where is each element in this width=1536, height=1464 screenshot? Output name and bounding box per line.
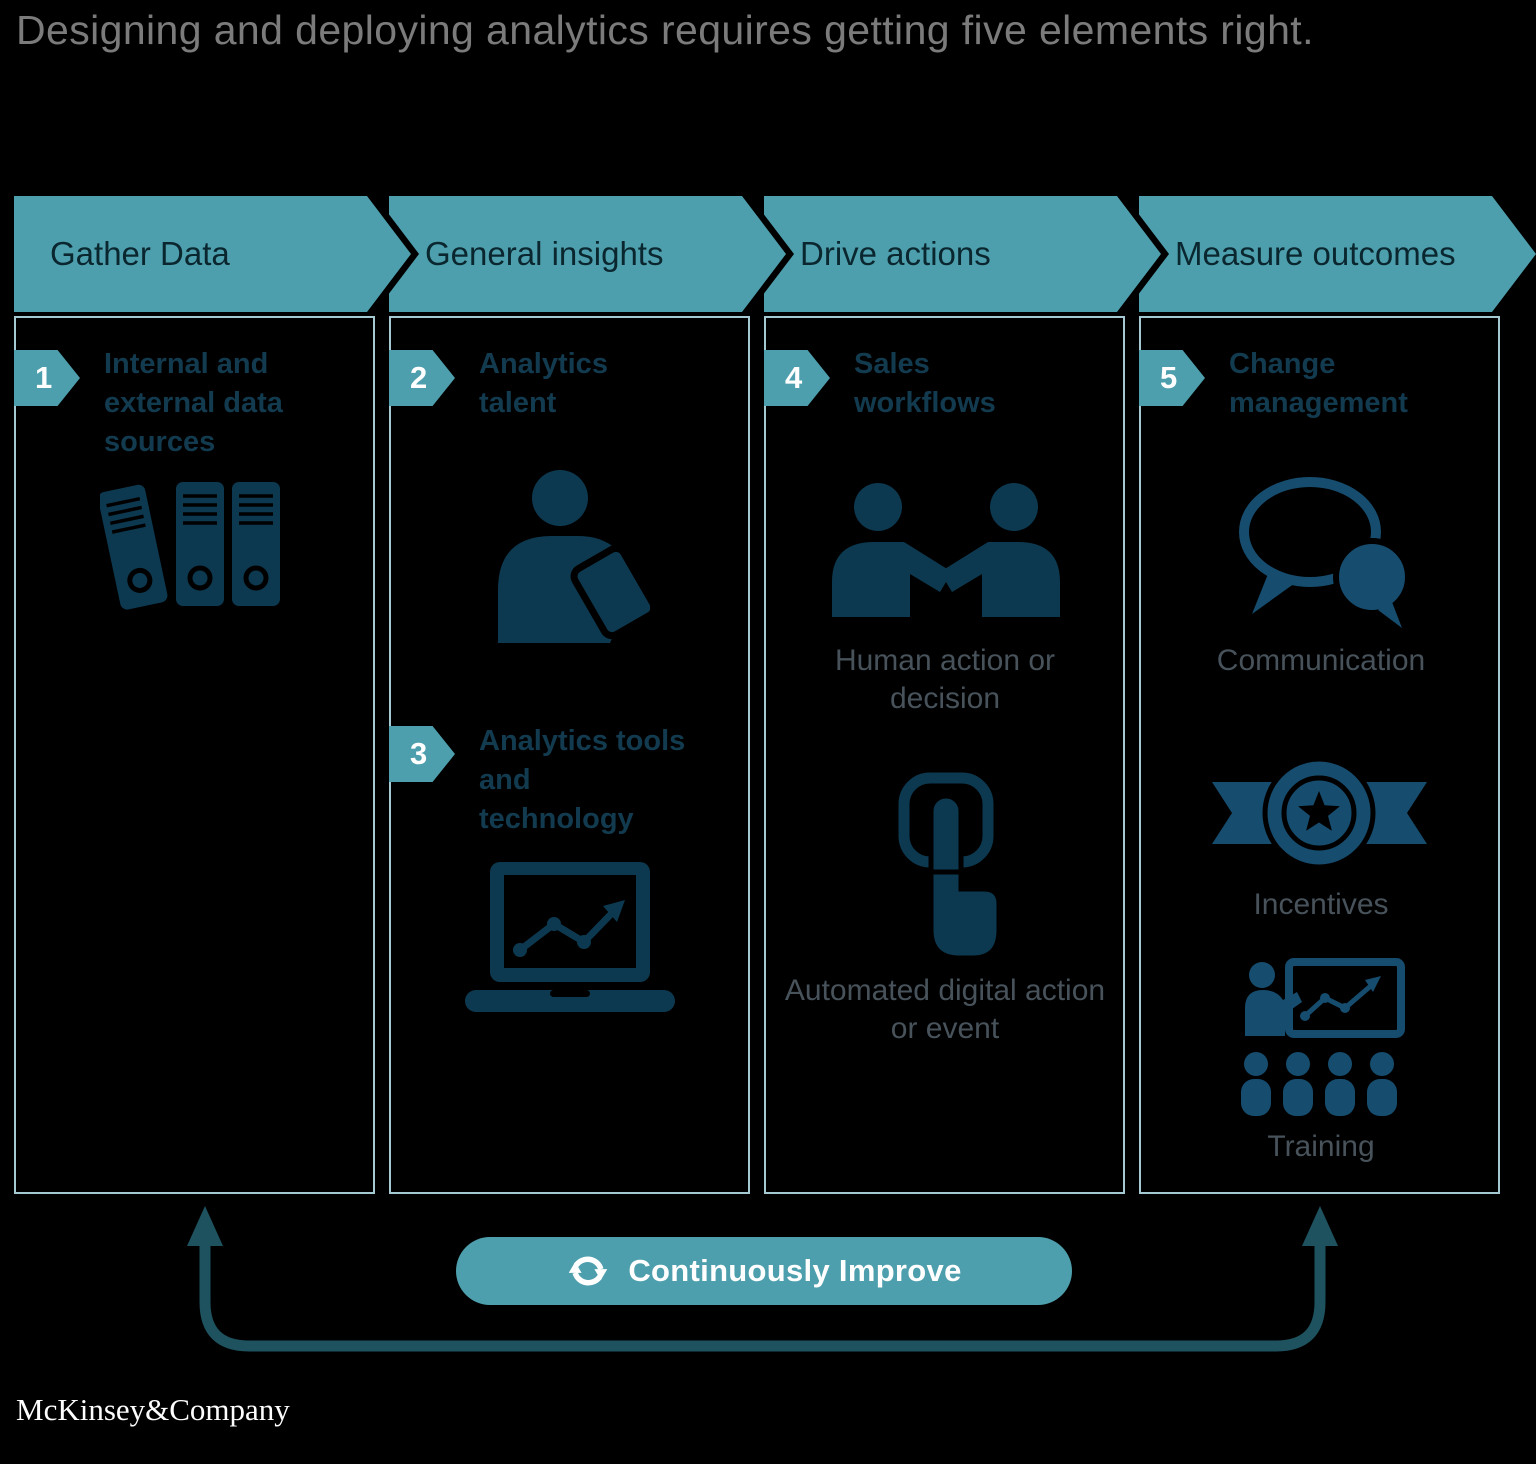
stage-header-label: Gather Data	[50, 235, 230, 272]
stage-header-drive-actions: Drive actions	[764, 196, 1169, 312]
caption-incentives: Incentives	[1253, 888, 1389, 921]
caption-training: Training	[1267, 1130, 1375, 1163]
stage-header-gather-data: Gather Data	[14, 196, 419, 312]
chevron-fill	[14, 196, 411, 312]
stage-header-measure-outcomes: Measure outcomes	[1139, 196, 1536, 312]
speech-bubbles-icon	[1226, 474, 1416, 634]
training-icon	[1235, 958, 1405, 1123]
binders-icon	[98, 478, 290, 618]
chevron-fill	[1139, 196, 1536, 312]
stage-header-label: General insights	[425, 235, 664, 272]
stage-header-label: Drive actions	[800, 235, 991, 272]
stage-header-general-insights: General insights	[389, 196, 794, 312]
item-title-change-management: Change management	[1229, 348, 1408, 420]
handshake-icon	[826, 482, 1066, 622]
award-ribbon-icon	[1212, 752, 1427, 877]
step-number: 5	[1160, 360, 1178, 395]
chevron-fill	[764, 196, 1161, 312]
caption-automated-action: Automated digital action or event	[784, 974, 1106, 1045]
column-measure-outcomes	[1139, 316, 1500, 1194]
step-number: 1	[35, 360, 53, 395]
chevron-fill	[389, 196, 786, 312]
step-number: 2	[410, 360, 428, 395]
column-drive-actions	[764, 316, 1125, 1194]
column-gather-data	[14, 316, 375, 1194]
step-number: 4	[785, 360, 803, 395]
continuously-improve-pill: Continuously Improve	[456, 1237, 1072, 1305]
item-title-sales-workflows: Sales workflows	[854, 348, 996, 420]
stage-header-label: Measure outcomes	[1175, 235, 1456, 272]
refresh-icon	[566, 1249, 610, 1293]
step-number: 3	[410, 736, 428, 771]
item-title-analytics-tools: Analytics tools and technology	[479, 725, 686, 836]
caption-human-action: Human action or decision	[834, 644, 1056, 715]
laptop-chart-icon	[465, 862, 675, 1022]
tap-icon	[880, 772, 1010, 967]
caption-communication: Communication	[1216, 644, 1426, 677]
item-title-analytics-talent: Analytics talent	[479, 348, 608, 420]
mckinsey-logo: McKinsey&Company	[16, 1392, 290, 1427]
item-title-data-sources: Internal and external data sources	[104, 348, 283, 459]
exhibit-title: Designing and deploying analytics requir…	[16, 7, 1314, 53]
continuously-improve-label: Continuously Improve	[628, 1253, 962, 1288]
analyst-reading-icon	[490, 468, 658, 648]
